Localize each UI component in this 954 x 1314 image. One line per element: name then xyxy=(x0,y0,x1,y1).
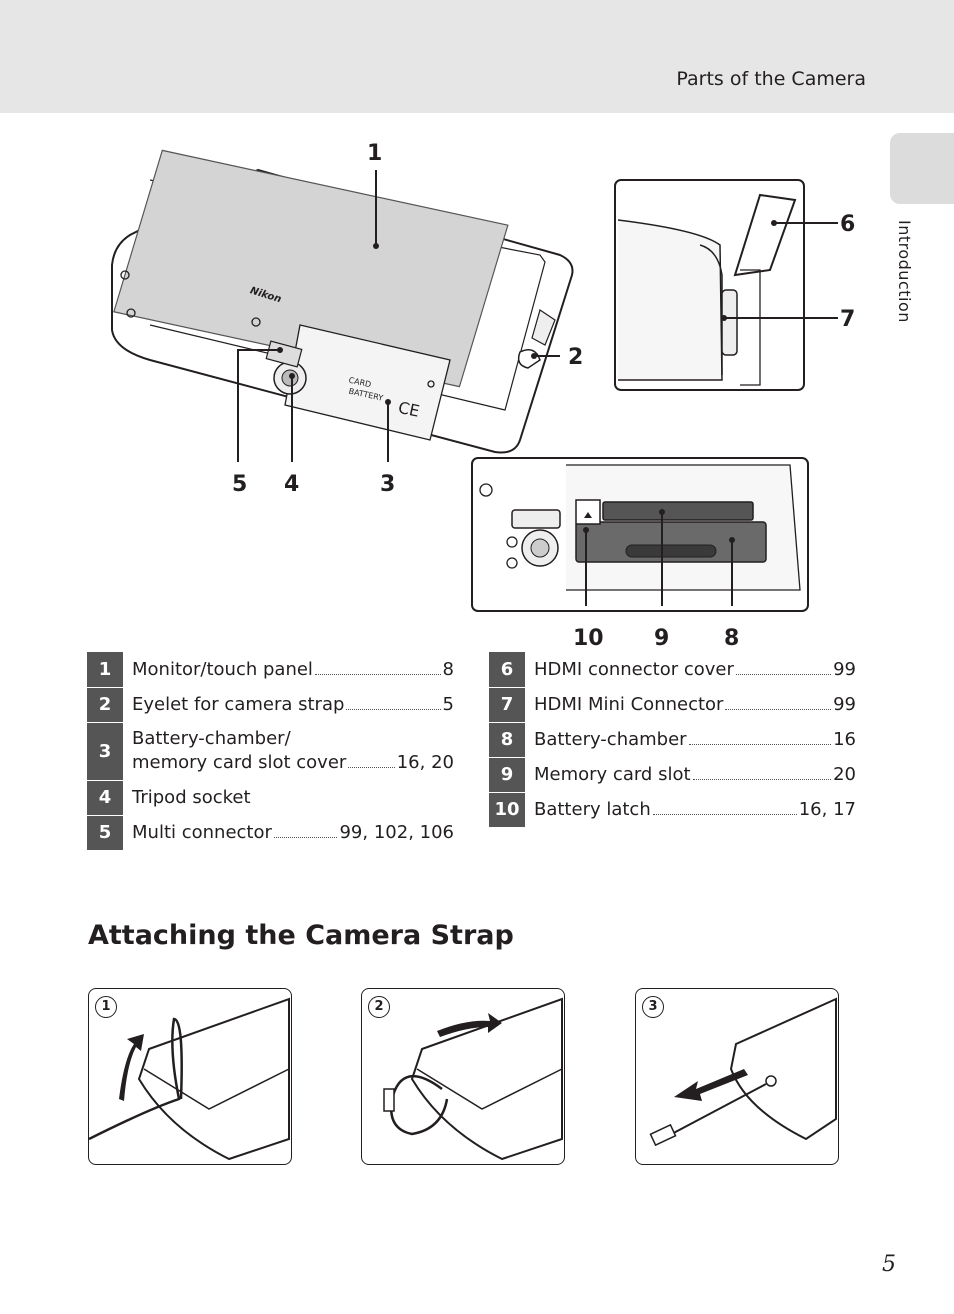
part-number: 6 xyxy=(489,652,525,688)
part-description: Eyelet for camera strap 5 xyxy=(123,687,454,722)
section-title: Attaching the Camera Strap xyxy=(88,920,514,951)
callout-2: 2 xyxy=(568,345,583,370)
strap-step-2-illustration xyxy=(383,997,563,1161)
parts-row: 10 Battery latch 16, 17 xyxy=(489,792,856,828)
page-reference: 16 xyxy=(833,728,856,750)
part-number: 1 xyxy=(87,652,123,688)
parts-row: 1 Monitor/touch panel 8 xyxy=(87,652,454,688)
callout-3: 3 xyxy=(380,472,395,497)
section-tab-label: Introduction xyxy=(895,220,914,323)
leader-dots xyxy=(346,708,441,710)
leader-dots xyxy=(348,767,395,768)
part-description: HDMI connector cover 99 xyxy=(525,652,856,687)
part-name: HDMI Mini Connector xyxy=(534,693,724,715)
strap-step-1: 1 xyxy=(88,988,292,1165)
part-name: Battery-chamber/ xyxy=(132,728,291,749)
page-reference: 16, 20 xyxy=(396,752,454,773)
page-reference: 20 xyxy=(833,763,856,785)
part-description: Tripod socket xyxy=(123,780,454,815)
parts-row: 5 Multi connector 99, 102, 106 xyxy=(87,815,454,851)
page-reference: 99 xyxy=(833,658,856,680)
callout-8: 8 xyxy=(724,626,739,651)
callout-10: 10 xyxy=(573,626,604,651)
step-badge-2: 2 xyxy=(368,996,390,1018)
part-name: Tripod socket xyxy=(132,786,251,808)
part-description: HDMI Mini Connector 99 xyxy=(525,687,856,722)
step-badge-1: 1 xyxy=(95,996,117,1018)
battery-chamber-illustration xyxy=(471,457,809,612)
page-reference: 99 xyxy=(833,693,856,715)
part-description: Battery latch 16, 17 xyxy=(525,792,856,827)
parts-row: 4 Tripod socket xyxy=(87,780,454,816)
part-name: Battery-chamber xyxy=(534,728,687,750)
callout-5: 5 xyxy=(232,472,247,497)
part-number: 2 xyxy=(87,687,123,723)
strap-step-2: 2 xyxy=(361,988,565,1165)
parts-row: 6 HDMI connector cover 99 xyxy=(489,652,856,688)
part-name: Battery latch xyxy=(534,798,651,820)
camera-bottom-illustration xyxy=(111,149,574,454)
parts-row: 2 Eyelet for camera strap 5 xyxy=(87,687,454,723)
strap-step-1-illustration xyxy=(89,997,290,1161)
leader-dots xyxy=(314,673,441,675)
part-name: Monitor/touch panel xyxy=(132,658,313,680)
header-band xyxy=(0,0,954,113)
part-name: Eyelet for camera strap xyxy=(132,693,345,715)
hdmi-inset-illustration xyxy=(614,179,805,391)
part-number: 3 xyxy=(87,722,123,781)
leader-dots xyxy=(692,778,832,780)
part-number: 7 xyxy=(489,687,525,723)
part-description: Battery-chamber/memory card slot cover 16… xyxy=(123,722,454,780)
leader-dots xyxy=(688,743,832,745)
callout-6: 6 xyxy=(840,212,855,237)
part-number: 8 xyxy=(489,722,525,758)
camera-diagram: Nikon CARD BATTERY CE 1 2 3 4 5 6 7 xyxy=(111,141,855,651)
callout-9: 9 xyxy=(654,626,669,651)
leader-dots xyxy=(652,813,797,815)
part-name: memory card slot cover xyxy=(132,752,347,773)
callout-7: 7 xyxy=(840,307,855,332)
part-description: Battery-chamber 16 xyxy=(525,722,856,757)
part-description: Monitor/touch panel 8 xyxy=(123,652,454,687)
parts-row: 9 Memory card slot 20 xyxy=(489,757,856,793)
page-reference: 8 xyxy=(442,658,454,680)
callout-4: 4 xyxy=(284,472,299,497)
part-description: Multi connector 99, 102, 106 xyxy=(123,815,454,850)
leader-dots xyxy=(725,708,832,710)
part-name: Memory card slot xyxy=(534,763,691,785)
section-tab xyxy=(890,133,954,204)
parts-row: 3 Battery-chamber/memory card slot cover 1… xyxy=(87,722,454,781)
page-number: 5 xyxy=(882,1252,896,1277)
leader-dots xyxy=(273,836,338,838)
ce-mark: CE xyxy=(396,398,421,421)
strap-step-3: 3 xyxy=(635,988,839,1165)
part-description: Memory card slot 20 xyxy=(525,757,856,792)
parts-row: 8 Battery-chamber 16 xyxy=(489,722,856,758)
part-number: 5 xyxy=(87,815,123,851)
part-number: 9 xyxy=(489,757,525,793)
leader-dots xyxy=(735,673,832,675)
part-name: HDMI connector cover xyxy=(534,658,734,680)
step-badge-3: 3 xyxy=(642,996,664,1018)
strap-step-3-illustration xyxy=(649,997,837,1147)
page-reference: 99, 102, 106 xyxy=(339,821,454,843)
page-reference: 5 xyxy=(442,693,454,715)
page-reference: 16, 17 xyxy=(798,798,856,820)
part-name: Multi connector xyxy=(132,821,272,843)
callout-1: 1 xyxy=(367,141,382,166)
running-title: Parts of the Camera xyxy=(676,68,866,90)
part-number: 10 xyxy=(489,792,525,828)
part-number: 4 xyxy=(87,780,123,816)
parts-row: 7 HDMI Mini Connector 99 xyxy=(489,687,856,723)
